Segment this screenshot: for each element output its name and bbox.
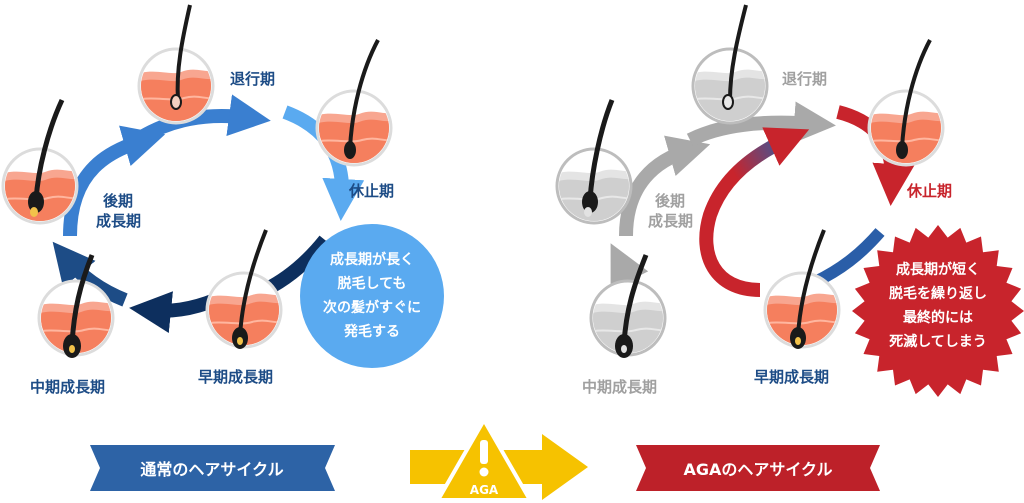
banner-aga-text: AGAのヘアサイクル — [683, 460, 832, 479]
follicle-kouki — [0, 98, 80, 226]
banner-aga: AGAのヘアサイクル — [636, 445, 880, 491]
aga-follicle-taikou — [690, 4, 770, 126]
aga-follicle-kouki — [554, 99, 634, 226]
info-bubble-normal: 成長期が長く 脱毛しても 次の髪がすぐに 発毛する — [300, 224, 444, 368]
bubble-line-1: 成長期が長く — [330, 251, 414, 268]
aga-cycle: 退行期 休止期 早期成長期 中期成長期 後期 成長期 成長期が短く 脱毛を繰り返… — [554, 4, 1024, 491]
normal-cycle: 退行期 休止期 早期成長期 中期成長期 後期 成長期 成長期が長く 脱毛しても … — [0, 4, 444, 491]
follicle-chuuki — [36, 254, 116, 358]
info-starburst-aga: 成長期が短く 脱毛を繰り返し 最終的には 死滅してしまう — [852, 225, 1024, 397]
warning-triangle-icon — [436, 418, 532, 502]
aga-label-taikou: 退行期 — [782, 70, 827, 88]
aga-label-souki: 早期成長期 — [754, 368, 829, 386]
aga-label-kouki-line2: 成長期 — [648, 212, 693, 230]
warning-label: AGA — [470, 483, 499, 497]
aga-arrow-taikou-to-kyushi — [686, 101, 836, 147]
starburst-line-4: 死滅してしまう — [888, 333, 987, 350]
aga-follicle-souki — [762, 229, 842, 350]
follicle-souki — [204, 229, 284, 350]
label-kyushi: 休止期 — [348, 182, 394, 200]
arrow-kouki-to-taikou — [63, 125, 166, 237]
banner-normal: 通常のヘアサイクル — [90, 445, 335, 491]
aga-follicle-chuuki — [588, 254, 668, 358]
starburst-line-2: 脱毛を繰り返し — [889, 285, 987, 302]
label-chuuki: 中期成長期 — [30, 378, 105, 396]
bubble-line-2: 脱毛しても — [338, 275, 407, 292]
aga-label-kouki-line1: 後期 — [654, 192, 685, 210]
label-kouki-line1: 後期 — [102, 192, 133, 210]
transition-arrow: AGA — [410, 418, 588, 502]
label-souki: 早期成長期 — [198, 368, 273, 386]
banner-normal-text: 通常のヘアサイクル — [140, 460, 283, 479]
follicle-taikou — [136, 4, 216, 126]
arrow-chuuki-to-kouki — [52, 241, 128, 307]
arrow-souki-to-chuuki — [129, 291, 218, 333]
starburst-line-1: 成長期が短く — [896, 261, 980, 278]
follicle-kyushi — [314, 39, 394, 168]
aga-arrow-kouki-to-taikou — [619, 135, 711, 237]
aga-label-chuuki: 中期成長期 — [582, 378, 657, 396]
label-taikou: 退行期 — [230, 70, 275, 88]
aga-follicle-kyushi — [866, 39, 946, 168]
aga-arrow-red-loop — [699, 127, 810, 297]
bubble-line-4: 発毛する — [343, 323, 400, 340]
aga-label-kyushi: 休止期 — [906, 182, 952, 200]
starburst-line-3: 最終的には — [903, 309, 973, 326]
label-kouki-line2: 成長期 — [96, 212, 141, 230]
bubble-line-3: 次の髪がすぐに — [323, 299, 421, 316]
